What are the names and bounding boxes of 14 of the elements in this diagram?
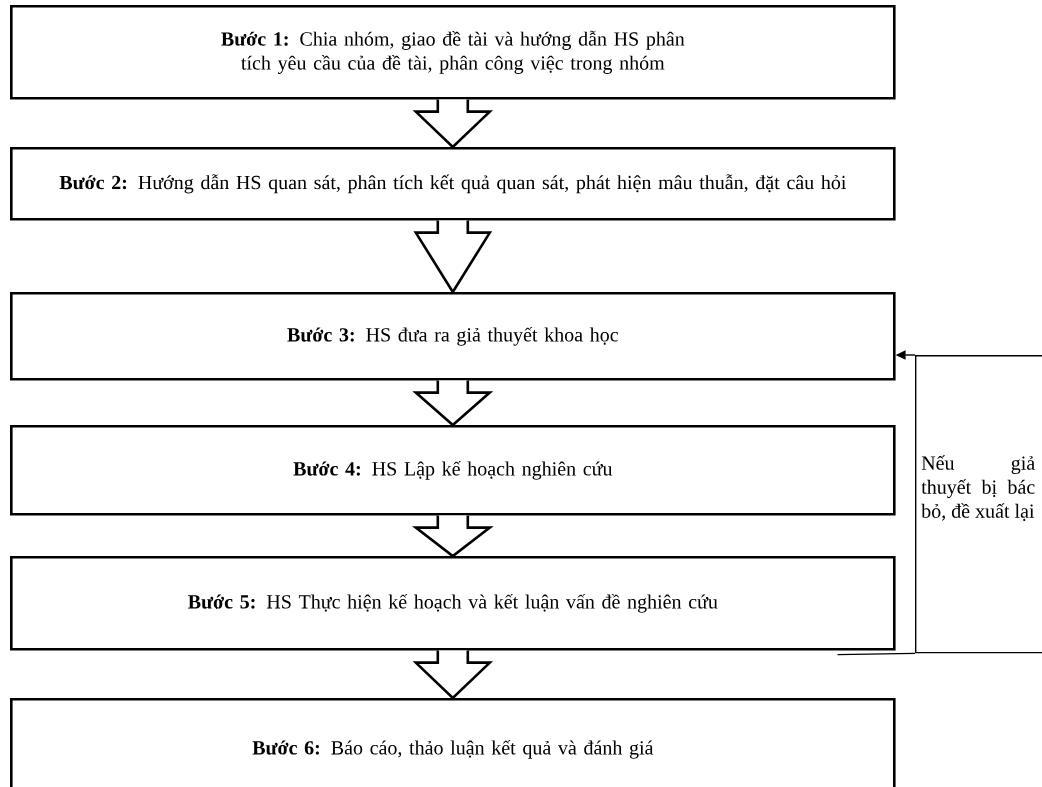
step-box: Bước 5: HS Thực hiện kế hoạch và kết luận vấn đề nghiên cứu — [10, 556, 896, 651]
block-arrow — [412, 98, 494, 149]
step-box: Bước 4: HS Lập kế hoạch nghiên cứu — [10, 425, 896, 516]
block-arrow — [412, 649, 494, 700]
step-box: Bước 6: Báo cáo, thảo luận kết quả và đánh giá — [10, 698, 896, 787]
note-text: Nếu giả thuyết bị bác bỏ, đề xuất lại — [921, 455, 1035, 521]
step-box: Bước 2: Hướng dẫn HS quan sát, phân tích kết quả quan sát, phát hiện mâu thuẫn, đặt câu hỏi — [10, 147, 896, 221]
connector-line — [836, 652, 916, 656]
step-box: Bước 3: HS đưa ra giả thuyết khoa học — [10, 292, 896, 381]
block-arrow — [413, 219, 493, 295]
step-box: Bước 1: Chia nhóm, giao đề tài và hướng dẫn HS phân tích yêu cầu của đề tài, phân công việc trong nhóm — [10, 5, 896, 100]
block-arrow — [411, 514, 494, 558]
block-arrow — [412, 379, 494, 427]
note-box — [915, 355, 1042, 654]
